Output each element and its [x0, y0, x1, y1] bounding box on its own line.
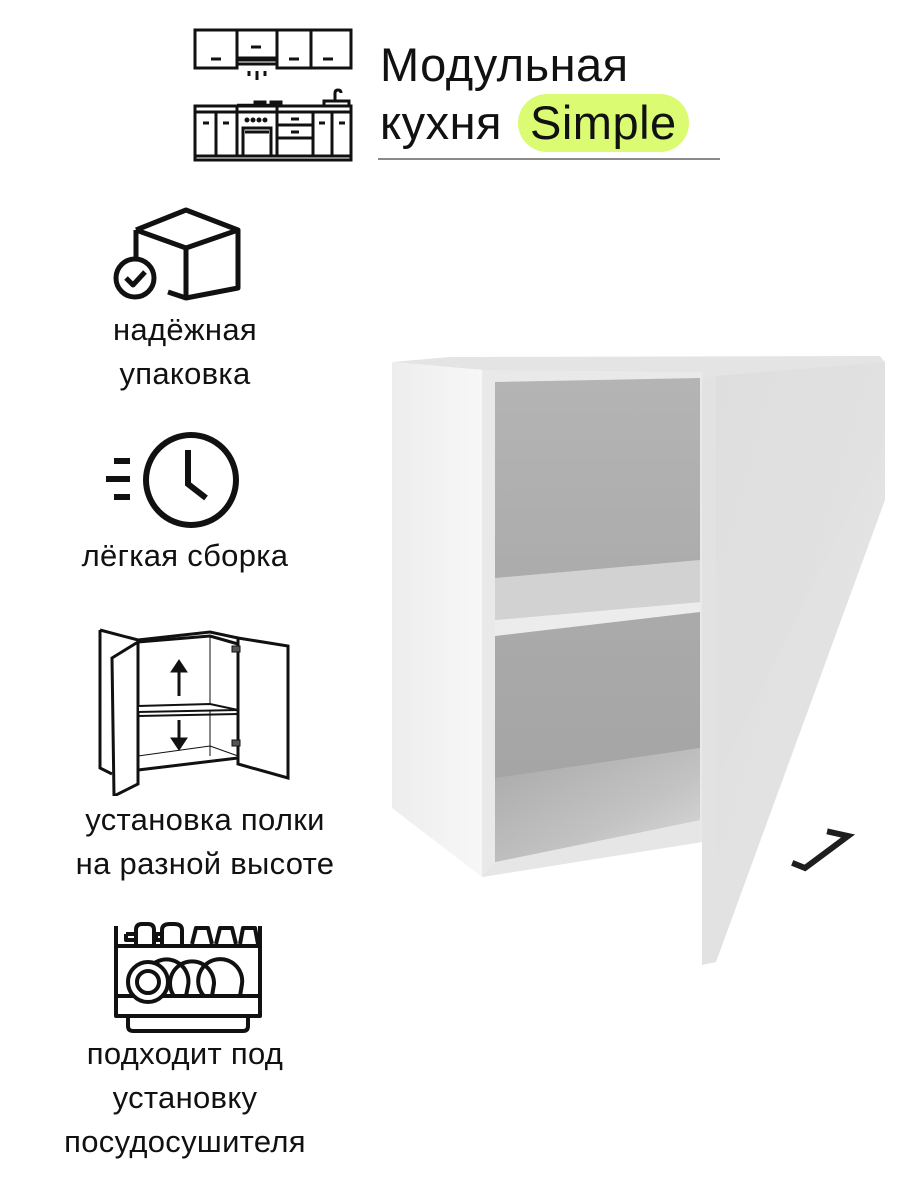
feature-shelf-label: установка полки на разной высоте — [75, 802, 335, 881]
box-check-icon — [108, 200, 244, 302]
dish-rack-icon — [112, 918, 264, 1034]
fast-clock-icon — [104, 428, 244, 534]
brand-highlight-badge: Simple — [518, 94, 689, 152]
brand-title-line1: Модульная — [380, 38, 629, 91]
feature-packaging-label: надёжная упаковка — [113, 312, 257, 391]
product-cabinet-image — [380, 340, 900, 980]
adjustable-shelf-cabinet-icon — [98, 620, 294, 796]
door-handle — [791, 828, 856, 872]
kitchen-set-icon — [193, 28, 361, 163]
brand-underline — [378, 158, 720, 160]
feature-assembly-label: лёгкая сборка — [81, 538, 289, 573]
feature-dish-rack-label: подходит под установку посудосушителя — [64, 1036, 306, 1159]
brand-title-line2: кухня — [380, 96, 502, 149]
brand-title: Модульная кухня Simple — [380, 36, 689, 152]
